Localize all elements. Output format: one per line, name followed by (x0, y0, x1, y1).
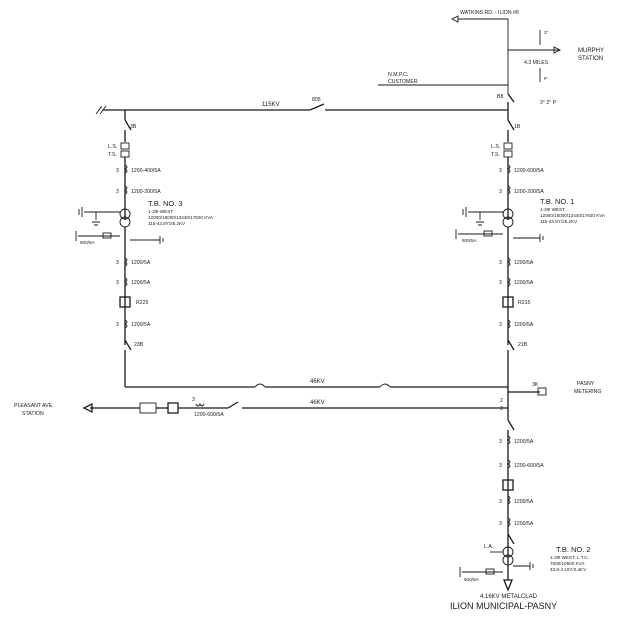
tb3-ls: L.S. (108, 144, 117, 150)
tb3-spec3: 115-43.8Y/25.2KV (148, 221, 186, 226)
tb2-ct2-count: 3 (499, 463, 502, 469)
mark-p: P (544, 76, 547, 81)
pleasant-ave-label: PLEASANT AVE. (14, 403, 54, 409)
tb3-title: T.B. NO. 3 (148, 199, 183, 208)
tb1-breaker: R215 (518, 300, 531, 306)
tb2-spec1: 1-3Φ WEST. L.T.C. (550, 555, 589, 560)
tb2-ct2: 1200-600/5A (514, 463, 544, 469)
tb1-switch-1b: 1B (514, 124, 521, 130)
tb2-ct3: 1200/5A (514, 499, 534, 505)
tb1-branch: 1B L.S. T.S. 3 1200-600/5A 3 1200-200/5A… (455, 110, 606, 392)
tb3-spec1: 1-3Φ-WEST (148, 209, 173, 214)
tb3-switch-3b: 3B (130, 124, 137, 130)
tb1-switch-21b: 21B (518, 342, 528, 348)
tb3-branch: 3B L.S. T.S. 3 1200-400/5A 3 1200-200/5A… (75, 110, 214, 387)
tb1-spec2: 12000/16000/13440/17920 KVA (540, 213, 606, 218)
tb3-breaker: R225 (136, 300, 149, 306)
switch-805-label: 805 (312, 97, 321, 103)
switch-2-label: 2 (500, 398, 503, 404)
tb3-ct1: 1200-400/5A (131, 168, 161, 174)
tb2-ct4: 1200/5A (514, 521, 534, 527)
tb3-ct2-count: 3 (116, 189, 119, 195)
customer-label: CUSTOMER (388, 79, 418, 85)
tb2-ct4-count: 3 (499, 521, 502, 527)
tb1-ct4: 1200/5A (514, 280, 534, 286)
watkins-label: WATKINS RD. - ILION #8 (460, 10, 519, 16)
tb1-ct2-count: 3 (499, 189, 502, 195)
tb3-side-ct: 600/5A (80, 240, 95, 245)
tb2-spec2: 7500/10500 KVA (550, 561, 585, 566)
tb3-ct3-count: 3 (116, 260, 119, 266)
tb3-ct3: 1200/5A (131, 260, 151, 266)
metering-label: METERING (574, 389, 601, 395)
tb2-metalclad: 4.16KV METALCLAD (480, 594, 538, 600)
tb1-ct3: 1200/5A (514, 260, 534, 266)
tb1-spec1: 1-3Φ WEST. (540, 207, 566, 212)
tb1-ct5: 1200/5A (514, 322, 534, 328)
tb1-ct2: 1200-200/5A (514, 189, 544, 195)
tb1-ls: L.S. (491, 144, 500, 150)
tb1-ct1-count: 3 (499, 168, 502, 174)
pasny-ct-count: 3K (532, 382, 539, 388)
pleasant-station-label: STATION (22, 411, 44, 417)
nmpc-label: N.M.P.C. (388, 72, 408, 78)
tb1-spec3: 115-43.8Y/25.2KV (540, 219, 578, 224)
pleasant-ct-label: 1200-600/5A (194, 412, 224, 418)
pleasant-ct-count: 3 (192, 397, 195, 403)
bus-46kv-lower-label: 46KV (310, 400, 325, 406)
tb3-ct4: 1200/5A (131, 280, 151, 286)
line-115kv: 115KV 805 (95, 97, 508, 115)
tb2-branch: 3 1200/5A 3 1200-600/5A 3 1200/5A 3 1200… (450, 419, 591, 611)
label-115kv: 115KV (262, 102, 280, 108)
tb3-ct5-count: 3 (116, 322, 119, 328)
tb2-ct3-count: 3 (499, 499, 502, 505)
tb3-ct4-count: 3 (116, 280, 119, 286)
tb3-ct1-count: 3 (116, 168, 119, 174)
pasny-label: PASNY (577, 381, 595, 387)
tb1-side-ct: 600/5A (462, 238, 477, 243)
diagram-footer: ILION MUNICIPAL-PASNY (450, 601, 557, 611)
tb3-ct5: 1200/5A (131, 322, 151, 328)
tb1-ct1: 1200-600/5A (514, 168, 544, 174)
miles-label: 4.3 MILES (524, 60, 549, 66)
tb2-title: T.B. NO. 2 (556, 545, 591, 554)
tb1-ct5-count: 3 (499, 322, 502, 328)
tb2-ct1-count: 3 (499, 439, 502, 445)
tb2-la: L.A. (484, 544, 493, 550)
tb1-title: T.B. NO. 1 (540, 197, 575, 206)
tb1-ct4-count: 3 (499, 280, 502, 286)
switch-3-label: 3 (500, 406, 503, 412)
watkins-feeder: WATKINS RD. - ILION #8 MURPHY STATION 4.… (378, 10, 604, 110)
tb2-side-ct: 600/5A (464, 577, 479, 582)
bus-46kv: 46KV 3K PASNY METERING 2 3 3 1200-600/5A… (14, 379, 601, 420)
murphy-station-label: STATION (578, 56, 603, 62)
tb3-switch-23b: 23B (134, 342, 144, 348)
mark-3: 3° (544, 30, 549, 35)
tb1-ts: T.S. (491, 152, 500, 158)
tb2-spec3: 43.8-4.16Y/2.4KV (550, 567, 587, 572)
tb1-ct3-count: 3 (499, 260, 502, 266)
tb3-spec2: 12000/16000/13440/17920 KVA (148, 215, 214, 220)
tb3-ct2: 1200-200/5A (131, 189, 161, 195)
right-small-marks: 3° 2° P (540, 100, 557, 106)
murphy-label: MURPHY (578, 48, 604, 54)
switch-b8-label: B8 (497, 94, 503, 100)
tb2-ct1: 1200/5A (514, 439, 534, 445)
tb3-ts: T.S. (108, 152, 117, 158)
bus-46kv-upper-label: 46KV (310, 379, 325, 385)
